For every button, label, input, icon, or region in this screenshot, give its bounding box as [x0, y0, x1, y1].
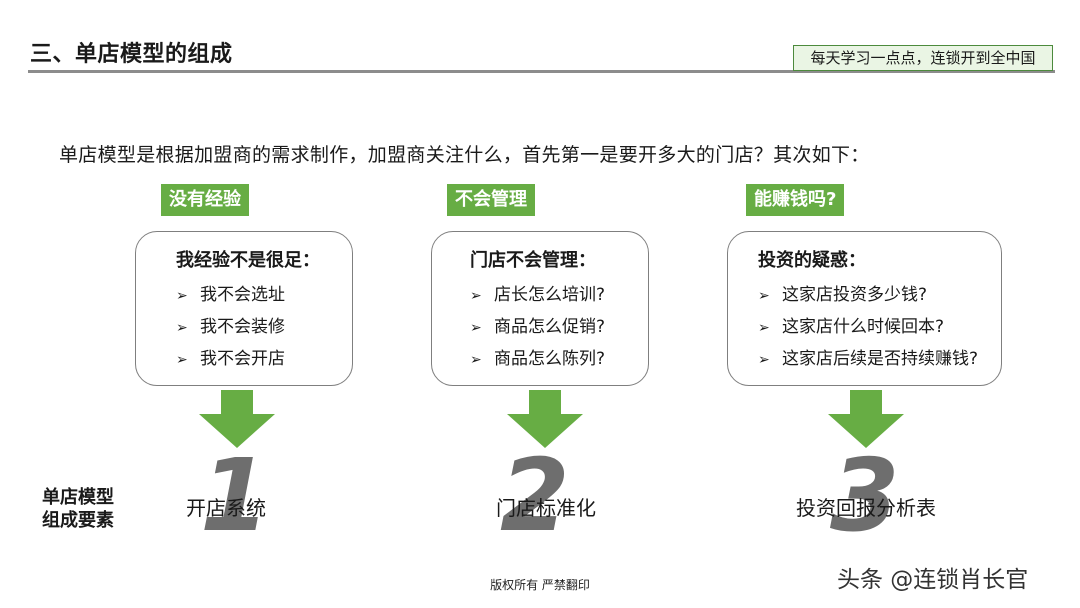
components-label: 单店模型 组成要素 — [42, 486, 114, 532]
result-label-2: 门店标准化 — [496, 496, 596, 520]
list-item: ➢ 这家店后续是否持续赚钱? — [758, 344, 978, 369]
step-number-2: 2 — [500, 437, 570, 554]
result-label-3: 投资回报分析表 — [796, 496, 936, 520]
copyright-footer: 版权所有 严禁翻印 — [490, 578, 590, 592]
concern-box-1: 我经验不是很足： ➢ 我不会选址 ➢ 我不会装修 ➢ 我不会开店 — [135, 231, 353, 386]
page-title: 三、单店模型的组成 — [30, 42, 233, 67]
list-item-text: 这家店投资多少钱? — [782, 285, 928, 305]
concern-box-3: 投资的疑惑： ➢ 这家店投资多少钱? ➢ 这家店什么时候回本? ➢ 这家店后续是否持续… — [727, 231, 1002, 386]
title-rule — [28, 70, 1055, 73]
tag-no-experience: 没有经验 — [161, 184, 249, 216]
bullet-arrow-icon: ➢ — [176, 288, 188, 304]
bullet-arrow-icon: ➢ — [470, 352, 482, 368]
components-label-line2: 组成要素 — [42, 510, 114, 531]
bullet-arrow-icon: ➢ — [758, 288, 770, 304]
down-arrow-icon — [507, 390, 583, 448]
bullet-arrow-icon: ➢ — [176, 352, 188, 368]
list-item: ➢ 我不会选址 — [176, 280, 285, 305]
box-heading: 门店不会管理： — [470, 250, 596, 271]
list-item-text: 我不会开店 — [200, 349, 285, 369]
bullet-arrow-icon: ➢ — [758, 352, 770, 368]
bullet-arrow-icon: ➢ — [758, 320, 770, 336]
bullet-arrow-icon: ➢ — [176, 320, 188, 336]
list-item: ➢ 我不会装修 — [176, 312, 285, 337]
list-item-text: 商品怎么促销? — [494, 317, 606, 337]
list-item-text: 店长怎么培训? — [494, 285, 606, 305]
list-item: ➢ 这家店投资多少钱? — [758, 280, 927, 305]
intro-text: 单店模型是根据加盟商的需求制作，加盟商关注什么，首先第一是要开多大的门店？其次如… — [59, 144, 870, 166]
tag-profit: 能赚钱吗? — [746, 184, 845, 216]
components-label-line1: 单店模型 — [42, 487, 114, 508]
watermark: 头条 @连锁肖长官 — [837, 567, 1029, 593]
bullet-arrow-icon: ➢ — [470, 320, 482, 336]
list-item: ➢ 店长怎么培训? — [470, 280, 605, 305]
step-number-3: 3 — [830, 437, 900, 554]
list-item-text: 商品怎么陈列? — [494, 349, 606, 369]
list-item: ➢ 商品怎么陈列? — [470, 344, 605, 369]
list-item-text: 我不会选址 — [200, 285, 285, 305]
box-heading: 我经验不是很足： — [176, 250, 320, 271]
list-item-text: 我不会装修 — [200, 317, 285, 337]
list-item-text: 这家店后续是否持续赚钱? — [782, 349, 979, 369]
step-number-1: 1 — [200, 437, 270, 554]
slogan-box: 每天学习一点点，连锁开到全中国 — [793, 45, 1053, 71]
bullet-arrow-icon: ➢ — [470, 288, 482, 304]
down-arrow-icon — [199, 390, 275, 448]
list-item-text: 这家店什么时候回本? — [782, 317, 945, 337]
list-item: ➢ 这家店什么时候回本? — [758, 312, 944, 337]
concern-box-2: 门店不会管理： ➢ 店长怎么培训? ➢ 商品怎么促销? ➢ 商品怎么陈列? — [431, 231, 649, 386]
tag-no-management: 不会管理 — [447, 184, 535, 216]
result-label-1: 开店系统 — [186, 496, 266, 520]
list-item: ➢ 我不会开店 — [176, 344, 285, 369]
list-item: ➢ 商品怎么促销? — [470, 312, 605, 337]
box-heading: 投资的疑惑： — [758, 250, 866, 271]
down-arrow-icon — [828, 390, 904, 448]
